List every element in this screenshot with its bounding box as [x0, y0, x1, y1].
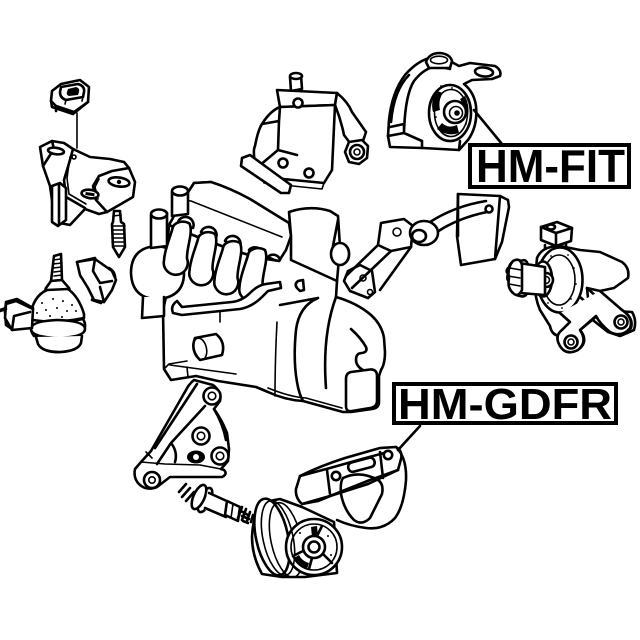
svg-text:HM-GDFR: HM-GDFR	[398, 380, 612, 429]
svg-text:HM-FIT: HM-FIT	[476, 140, 625, 192]
